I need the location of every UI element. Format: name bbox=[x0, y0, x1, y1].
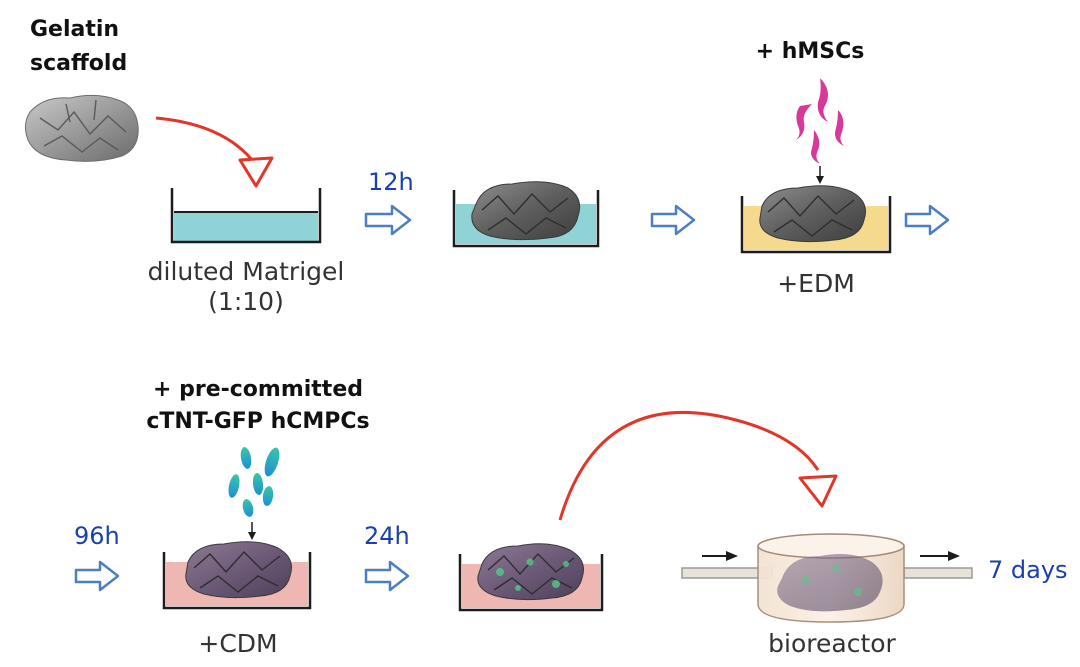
time-12h: 12h bbox=[368, 168, 414, 196]
down-arrow-hmscs bbox=[816, 166, 824, 184]
red-curved-arrow-1 bbox=[155, 116, 274, 188]
dish-construct bbox=[458, 543, 604, 612]
add-hmscs-label: + hMSCs bbox=[756, 39, 865, 64]
gelatin-scaffold bbox=[24, 94, 139, 162]
blue-arrow-5 bbox=[364, 560, 410, 592]
hmsc-cells bbox=[796, 78, 844, 164]
down-arrow-hcmpcs bbox=[248, 522, 256, 540]
gelatin-label-line1: Gelatin bbox=[30, 17, 119, 42]
flow-arrow-in bbox=[702, 551, 738, 561]
hcmpc-cells bbox=[228, 447, 280, 517]
blue-arrow-1 bbox=[364, 204, 412, 236]
precommitted-label: + pre-committed bbox=[153, 377, 363, 402]
dish-scaffold-matrigel bbox=[452, 181, 600, 248]
time-96h: 96h bbox=[74, 522, 120, 550]
blue-arrow-2 bbox=[650, 204, 696, 236]
gelatin-label-line2: scaffold bbox=[30, 51, 127, 76]
dish-matrigel bbox=[170, 188, 322, 244]
cdm-label: +CDM bbox=[198, 629, 277, 658]
blue-arrow-4 bbox=[74, 560, 120, 592]
time-7days: 7 days bbox=[988, 556, 1068, 584]
diluted-matrigel-label: diluted Matrigel bbox=[148, 257, 345, 286]
ratio-label: (1:10) bbox=[208, 287, 284, 316]
edm-label: +EDM bbox=[777, 269, 855, 298]
dish-cdm bbox=[162, 541, 312, 610]
flow-arrow-out bbox=[920, 551, 960, 561]
dish-edm bbox=[740, 185, 892, 254]
bioreactor-label: bioreactor bbox=[768, 629, 896, 658]
bioreactor bbox=[681, 533, 973, 623]
time-24h: 24h bbox=[364, 522, 410, 550]
blue-arrow-3 bbox=[904, 204, 950, 236]
red-curved-arrow-2 bbox=[558, 411, 838, 521]
hcmpcs-label: cTNT-GFP hCMPCs bbox=[146, 409, 369, 434]
